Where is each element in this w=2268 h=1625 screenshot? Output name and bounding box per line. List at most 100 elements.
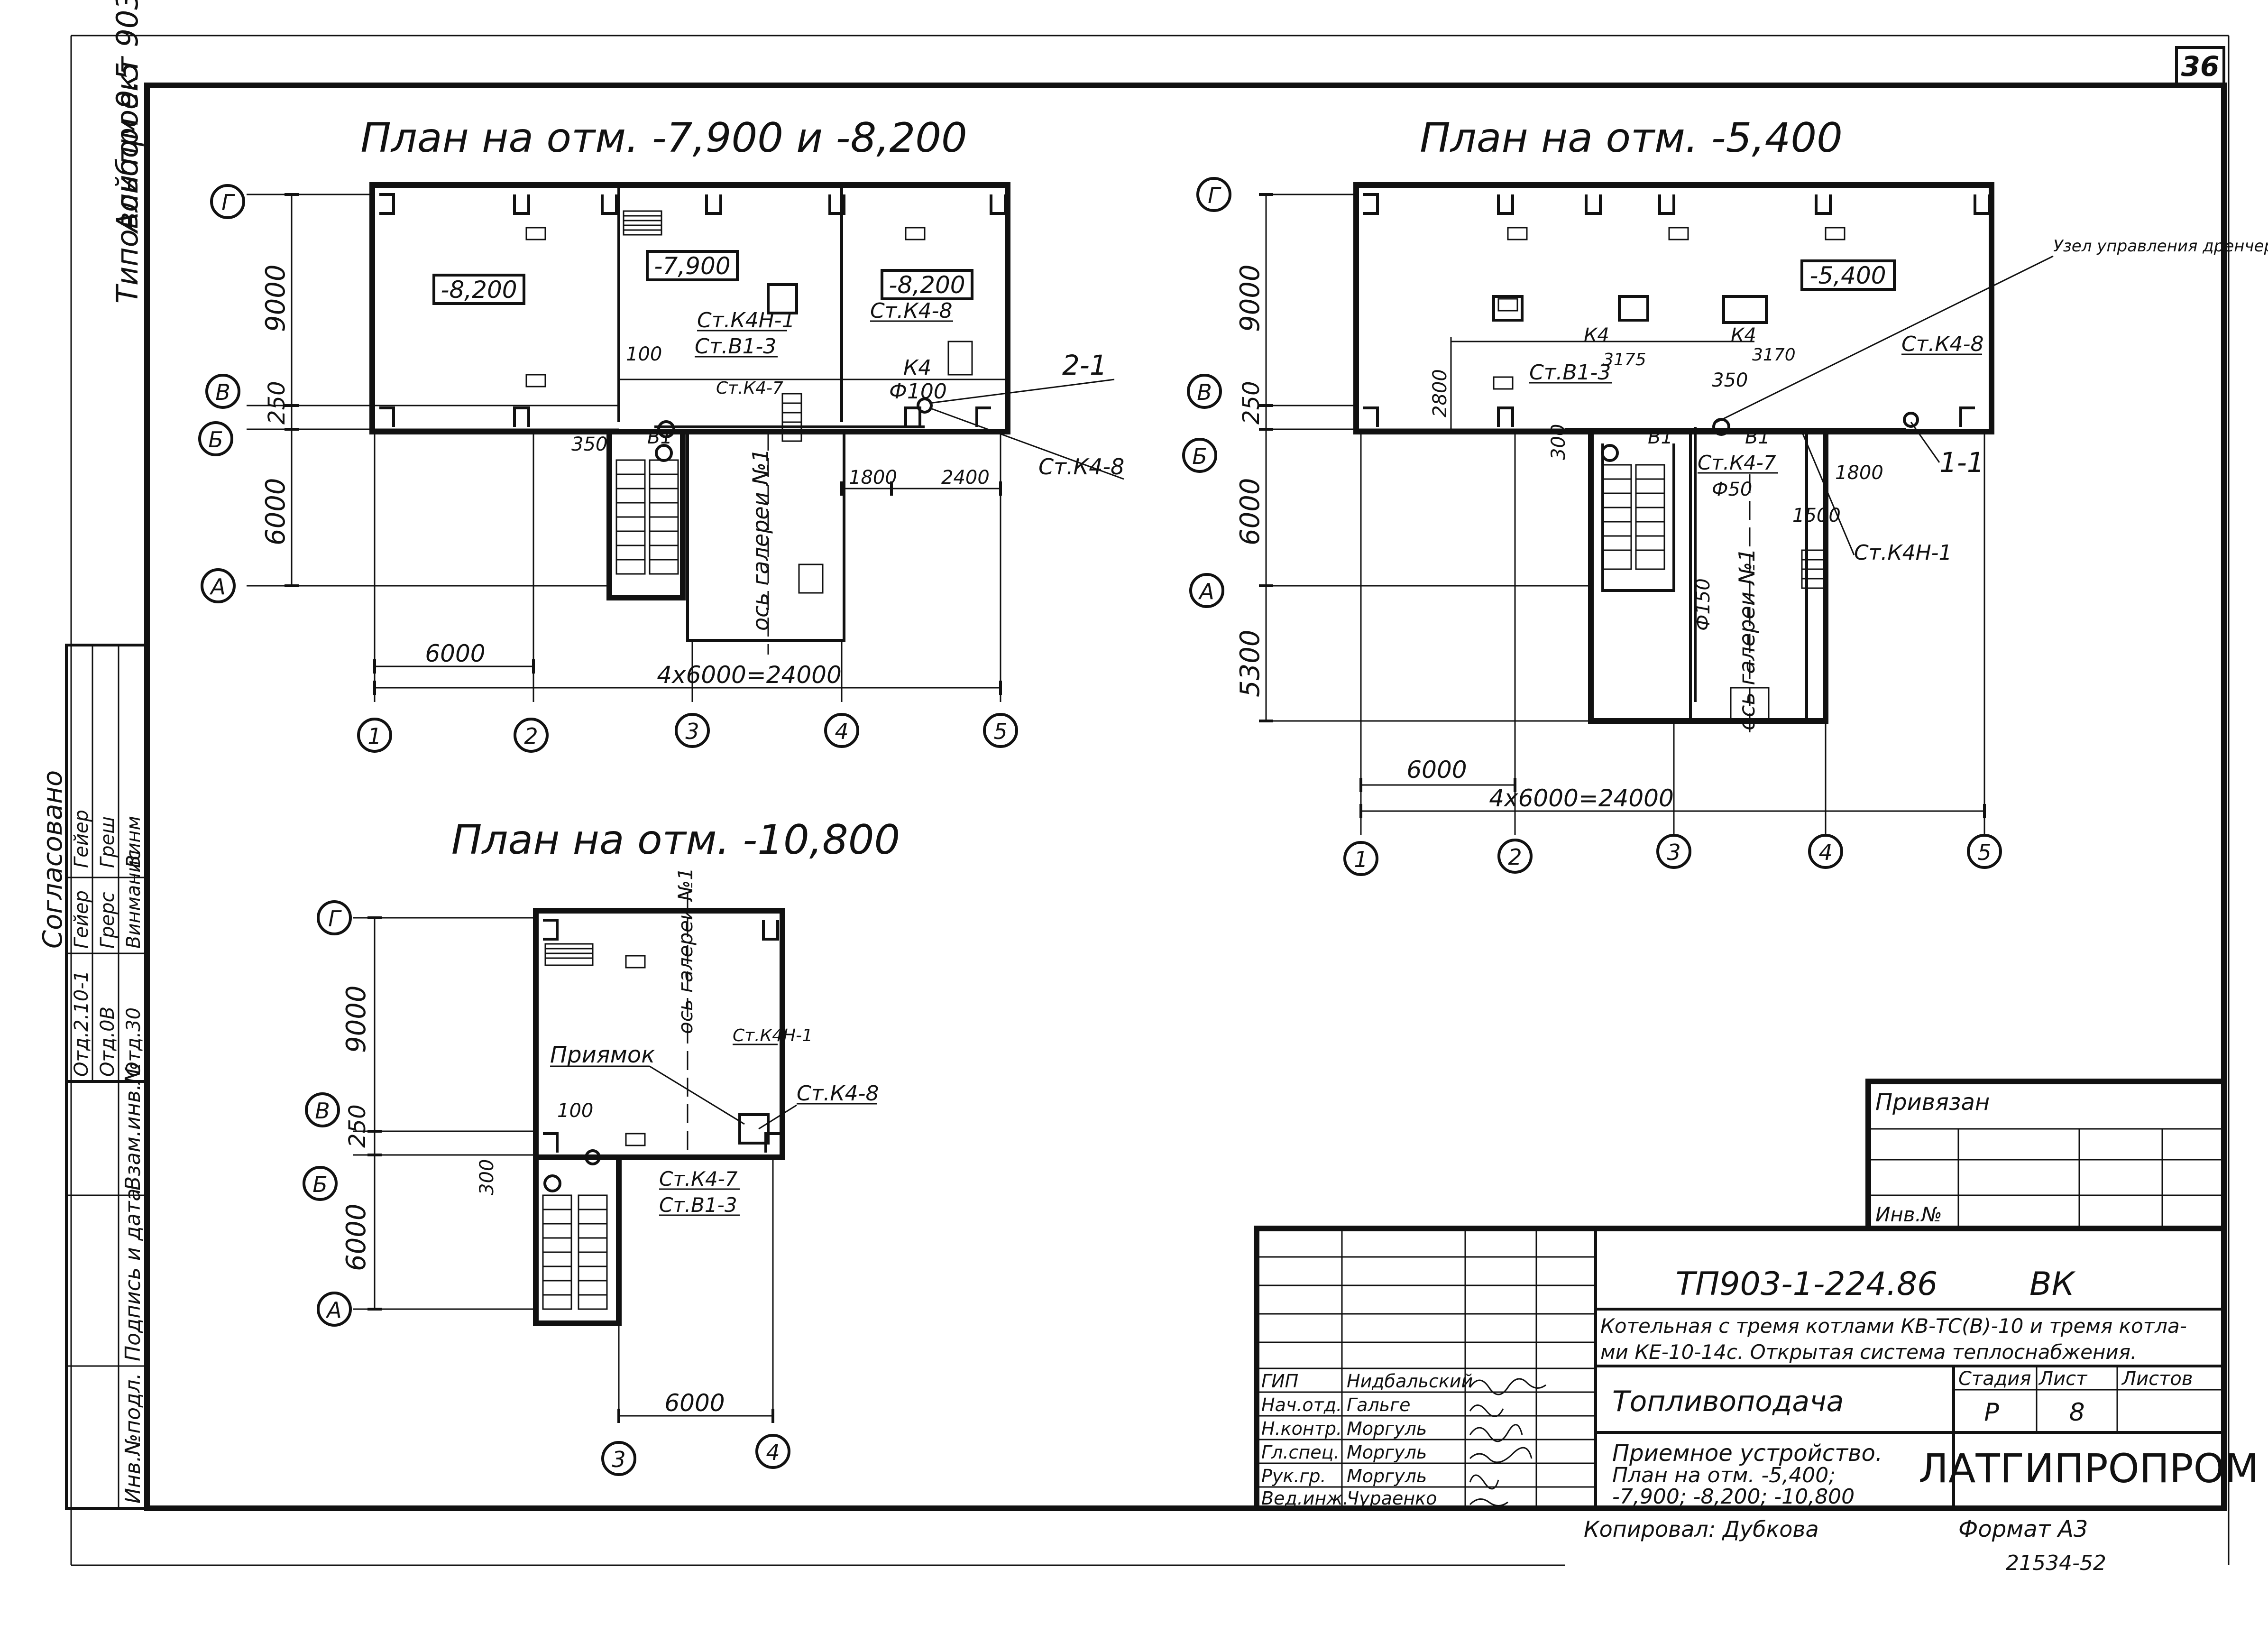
sheet-number: 36: [2181, 50, 2220, 83]
plan-2-gallery-pit: [1730, 687, 1770, 722]
plan-2-elev-box: [1800, 259, 1896, 291]
plan-1-elev-right-box: [881, 269, 973, 300]
scribble-6: [1469, 1498, 1508, 1506]
plan-1-dim-bay-ticks: [373, 659, 535, 674]
plan-1-axis-bubbles: Г В Б А 1 2 3 4 5: [198, 184, 1018, 753]
plan-1-axis-1-label: 1: [367, 723, 381, 749]
plan-1-d2400: 2400: [941, 467, 990, 489]
tb-format: Формат А3: [1958, 1516, 2088, 1542]
plan-1-opening-4: [947, 341, 973, 376]
plan-2-axis-4: [1808, 834, 1843, 869]
plan-1-stair-steps-a: [616, 473, 645, 561]
plan-2-section-leader: [1910, 422, 1940, 463]
plan-2-axis-B: [1182, 438, 1217, 473]
margin-podpis: Подпись и дата: [121, 1189, 145, 1361]
plan-2-axis-4-label: 4: [1818, 840, 1832, 865]
scribble-4: [1469, 1447, 1533, 1463]
plan-2-pit-2: [1618, 295, 1649, 322]
plan-3-axis-3-label: 3: [612, 1447, 625, 1472]
plan-2-pit-3: [1722, 295, 1768, 324]
plan-2-axis-bubbles: Г В Б А 1 2 3 4 5: [1182, 177, 2002, 876]
plan-3-axis-B: [303, 1166, 338, 1201]
plan-1-axis-G-label: Г: [221, 190, 235, 215]
plan-2-d250: 250: [1238, 381, 1265, 425]
approval-dept-3: Отд.30: [123, 1007, 145, 1077]
plan-2-title: План на отм. -5,400: [1420, 114, 1843, 162]
plan-1-d1800: 1800: [849, 467, 897, 489]
inv-no-label: Инв.№: [1875, 1203, 1942, 1226]
plan-2-axis-V: [1187, 374, 1222, 409]
approval-stamp: Согласовано Отд.2.10-1 Отд.0В Отд.30 Гей…: [37, 644, 148, 1083]
plan-3-st-k48: Ст.К4-8: [797, 1081, 879, 1106]
tb-sig-role-1: ГИП: [1261, 1371, 1298, 1392]
plan-2-uzel: Узел управления дренчерной заве-сой: [2053, 237, 2268, 256]
plan-3-d300: 300: [476, 1159, 498, 1195]
plan-2-axis-B-label: Б: [1192, 443, 1207, 469]
plan-2-axis-5: [1967, 834, 2002, 869]
plan-3-title: План на отм. -10,800: [451, 816, 900, 864]
plan-1-total: 4х6000=24000: [657, 661, 842, 689]
plan-2-dim-bay-ticks: [1359, 778, 1516, 792]
plan-1-k4: К4: [903, 356, 931, 380]
plan-2-dim-total-ticks: [1359, 804, 1986, 818]
plan-2-riser-1: [1601, 444, 1619, 462]
plan-3-dim-bay-ticks: [617, 1409, 774, 1423]
plan-1-axis-V: [205, 374, 240, 409]
plan-2-riser-3: [1903, 412, 1919, 428]
plan-3-priyamok-leader: [649, 1065, 745, 1125]
plan-1-d350: 350: [571, 434, 607, 455]
plan-3-riser-2: [585, 1149, 601, 1165]
plan-2-d1800: 1800: [1835, 462, 1883, 484]
plan-1-st-k48-leader: [929, 407, 1124, 480]
plan-3-axis-V-label: В: [315, 1098, 330, 1124]
plan-2-d300: 300: [1548, 424, 1570, 460]
plan-3-stair-top-steps: [545, 948, 593, 959]
left-margin-strips: Взам.инв.№ Подпись и дата Инв.№подл.: [65, 1062, 148, 1510]
plan-2-pilasters-bottom: [1363, 406, 1975, 427]
plan-3-d6000h: 6000: [664, 1389, 725, 1417]
plan-2-st-k47: Ст.К4-7: [1698, 451, 1776, 474]
plan-1-stair-top: [623, 210, 662, 236]
plan-1-gallery: [686, 432, 845, 642]
tb-sig-role-3: Н.контр.: [1261, 1418, 1342, 1439]
plan-2-opening-5: [1493, 376, 1514, 390]
plan-1-riser-3: [917, 397, 933, 414]
scribble-1: [1469, 1378, 1546, 1395]
tb-sig-role-2: Нач.отд.: [1261, 1394, 1342, 1415]
plan-3-st-b13: Ст.В1-3: [659, 1193, 737, 1217]
plan-1-axis-2-label: 2: [524, 723, 538, 749]
plan-3-d9000: 9000: [341, 985, 372, 1053]
plan-2-annex: [1588, 432, 1828, 724]
tb-description-1: Котельная с тремя котлами КВ-ТС(В)-10 и …: [1600, 1314, 2187, 1338]
project-code-label: Типовой проект 903-1-224.86: [110, 0, 145, 304]
plan-2-opening-1: [1507, 227, 1528, 240]
plan-3-axis-G: [317, 900, 352, 935]
plan-1-st-k4n1: Ст.К4Н-1: [697, 308, 795, 332]
plan-2-dim-vertical-ticks: [1259, 193, 1273, 722]
plan-2-axis-2-label: 2: [1508, 844, 1522, 870]
plan-1-opening-2: [525, 374, 546, 388]
sheet-number-box: [2175, 46, 2225, 87]
plan-3-st-k4n1: Ст.К4Н-1: [733, 1026, 813, 1045]
plan-1-phi100: Ф100: [889, 379, 947, 404]
plan-1-axis-B: [198, 421, 233, 456]
plan-3-d250: 250: [344, 1104, 371, 1148]
plan-3-axis-4: [755, 1434, 790, 1469]
plan-2-d6000: 6000: [1235, 478, 1266, 545]
plan-3-axis-G-label: Г: [328, 906, 342, 932]
approval-sign-1: Гейер: [71, 810, 92, 868]
plan-1-axis-5-label: 5: [993, 719, 1007, 744]
plan-3-axis-bubbles: Г В Б А 3 4: [303, 900, 790, 1476]
tb-copied-by: Копировал: Дубкова: [1584, 1516, 1819, 1542]
margin-inv: Инв.№подл.: [121, 1373, 145, 1504]
plan-3: План на отм. -10,800 ось галереи №1 Прия…: [303, 816, 900, 1476]
plan-1-axis-3-label: 3: [685, 719, 699, 744]
plan-1-section: 2-1: [1062, 349, 1107, 381]
plan-3-pilasters-top: [543, 919, 779, 941]
title-block: Привязан Инв.№ ТП903-1-224.86 ВК Котельн…: [1254, 1079, 2259, 1575]
plan-2-st-k4n1: Ст.К4Н-1: [1854, 541, 1952, 565]
plan-2-k4a: К4: [1584, 324, 1609, 346]
tb-sig-name-6: Чураенко: [1347, 1488, 1437, 1509]
plan-1-riser-2: [655, 444, 673, 462]
